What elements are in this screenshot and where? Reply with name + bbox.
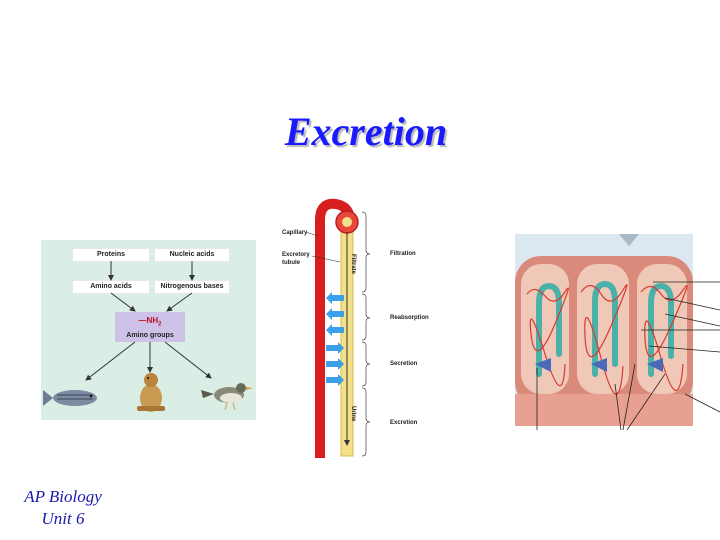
metanephridia-diagram	[515, 234, 720, 430]
secretion-label: Secretion	[390, 361, 418, 367]
nitrogenous-bases-box: Nitrogenous bases	[155, 281, 229, 293]
excretion-label: Excretion	[390, 420, 418, 426]
animal-icon	[137, 373, 165, 412]
filtrate-label: Filtrate	[350, 254, 356, 275]
amino-groups-box: —NH2 Amino groups	[115, 312, 185, 342]
secretion-arrows	[326, 342, 344, 386]
nephrostome-funnels	[535, 358, 663, 372]
proteins-box: Proteins	[73, 249, 149, 261]
urine-label: Urine	[350, 406, 356, 422]
nucleic-acids-box: Nucleic acids	[155, 249, 229, 261]
nephridia-tubules	[536, 280, 674, 377]
filtration-label: Filtration	[390, 251, 416, 257]
capillary-label: Capillary	[282, 230, 308, 236]
nitrogen-waste-diagram: Proteins Nucleic acids Amino acids Nitro…	[41, 240, 256, 420]
pointer-lines	[536, 281, 720, 430]
course-name: AP Biology	[24, 487, 102, 506]
course-footer: AP Biology Unit 6	[8, 486, 118, 530]
excretory-tubule-diagram: Filtrate Urine Capillary Excretory tubul…	[282, 198, 429, 458]
amino-groups-label: Amino groups	[126, 331, 174, 339]
excretory-tubule-label-line2: tubule	[282, 260, 301, 266]
bird-icon	[201, 383, 253, 411]
reabsorption-arrows	[326, 292, 344, 336]
course-unit: Unit 6	[41, 509, 85, 528]
nh2-formula: —NH2	[138, 316, 162, 328]
reabsorption-label: Reabsorption	[390, 315, 429, 321]
process-braces	[361, 211, 371, 457]
fish-icon	[43, 390, 97, 406]
slide-title: Excretion	[284, 109, 448, 154]
amino-acids-box: Amino acids	[73, 281, 149, 293]
excretory-tubule-label-line1: Excretory	[282, 252, 310, 258]
nitrogen-arrows-and-animals	[43, 261, 253, 412]
